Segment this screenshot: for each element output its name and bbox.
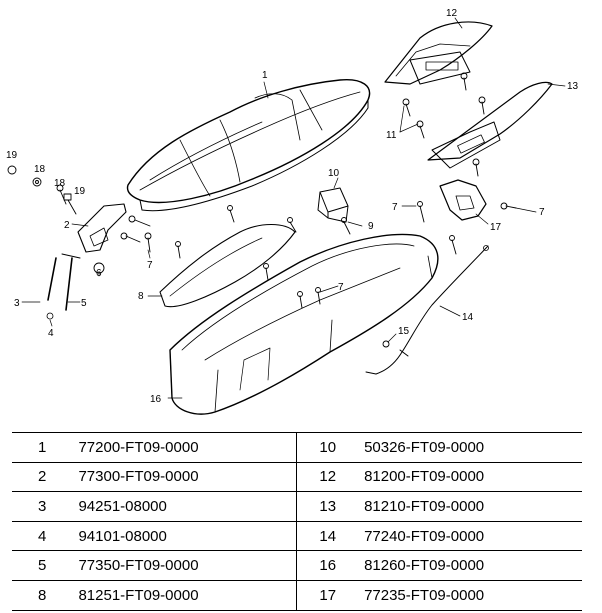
callout-17: 17 [490, 222, 502, 233]
callout-13: 13 [567, 81, 579, 92]
ref-number-cell: 14 [296, 521, 359, 552]
callout-8: 8 [138, 291, 144, 302]
storage-tub-part [169, 233, 439, 415]
part-number-cell: 81260-FT09-0000 [358, 550, 582, 581]
ref-number-cell: 5 [12, 550, 73, 581]
table-row: 5 77350-FT09-0000 16 81260-FT09-0000 [12, 550, 582, 581]
part-number-cell: 77350-FT09-0000 [72, 550, 297, 581]
part-number-cell: 81200-FT09-0000 [358, 462, 582, 493]
callout-18: 18 [54, 178, 66, 189]
callout-9: 9 [368, 221, 374, 232]
callout-19: 19 [74, 186, 86, 197]
seat-part [126, 79, 371, 212]
latch-part [439, 179, 487, 221]
table-row: 1 77200-FT09-0000 10 50326-FT09-0000 [12, 432, 582, 463]
callout-7: 7 [539, 207, 545, 218]
callout-7: 7 [392, 202, 398, 213]
ref-number-cell: 10 [296, 432, 359, 463]
ref-number-cell: 13 [296, 491, 359, 522]
callout-14: 14 [462, 312, 474, 323]
bracket-box-part [317, 187, 349, 223]
callout-4: 4 [48, 328, 54, 339]
callout-11: 11 [386, 130, 397, 141]
ref-number-cell: 1 [12, 432, 73, 463]
ref-number-cell: 3 [12, 491, 73, 522]
cable-part [365, 245, 489, 375]
callout-2: 2 [64, 220, 70, 231]
part-number-cell: 94251-08000 [72, 491, 297, 522]
part-number-cell: 81251-FT09-0000 [72, 580, 297, 611]
leader-lines [21, 17, 566, 399]
ref-number-cell: 12 [296, 462, 359, 493]
callout-7: 7 [147, 260, 153, 271]
part-number-cell: 81210-FT09-0000 [358, 491, 582, 522]
lower-cover-part [427, 81, 553, 169]
table-row: 2 77300-FT09-0000 12 81200-FT09-0000 [12, 462, 582, 493]
seat-liner-part [159, 223, 296, 308]
upper-cover-part [384, 21, 493, 85]
part-number-cell: 77240-FT09-0000 [358, 521, 582, 552]
callout-1: 1 [262, 70, 268, 81]
ref-number-cell: 16 [296, 550, 359, 581]
callout-19: 19 [6, 150, 18, 161]
seat-strut-part [46, 253, 81, 320]
hinge-bracket-part [77, 203, 127, 253]
callout-16: 16 [150, 394, 162, 405]
table-row: 3 94251-08000 13 81210-FT09-0000 [12, 491, 582, 522]
part-number-cell: 50326-FT09-0000 [358, 432, 582, 463]
callout-3: 3 [14, 298, 20, 309]
callout-12: 12 [446, 8, 458, 19]
ref-number-cell: 2 [12, 462, 73, 493]
ref-number-cell: 17 [296, 580, 359, 611]
table-row: 8 81251-FT09-0000 17 77235-FT09-0000 [12, 580, 582, 611]
part-number-cell: 77300-FT09-0000 [72, 462, 297, 493]
table-row: 4 94101-08000 14 77240-FT09-0000 [12, 521, 582, 552]
part-number-cell: 77200-FT09-0000 [72, 432, 297, 463]
callout-10: 10 [328, 168, 340, 179]
part-number-cell: 77235-FT09-0000 [358, 580, 582, 611]
callout-5: 5 [81, 298, 87, 309]
ref-number-cell: 4 [12, 521, 73, 552]
exploded-parts-diagram: 1 2 3 4 5 6 7 7 7 7 8 9 10 11 12 13 14 1… [6, 8, 579, 415]
callout-15: 15 [398, 326, 410, 337]
callout-7: 7 [338, 282, 344, 293]
parts-table: 1 77200-FT09-0000 10 50326-FT09-0000 2 7… [12, 432, 582, 611]
part-number-cell: 94101-08000 [72, 521, 297, 552]
callout-6: 6 [96, 268, 102, 279]
callout-18: 18 [34, 164, 46, 175]
ref-number-cell: 8 [12, 580, 73, 611]
